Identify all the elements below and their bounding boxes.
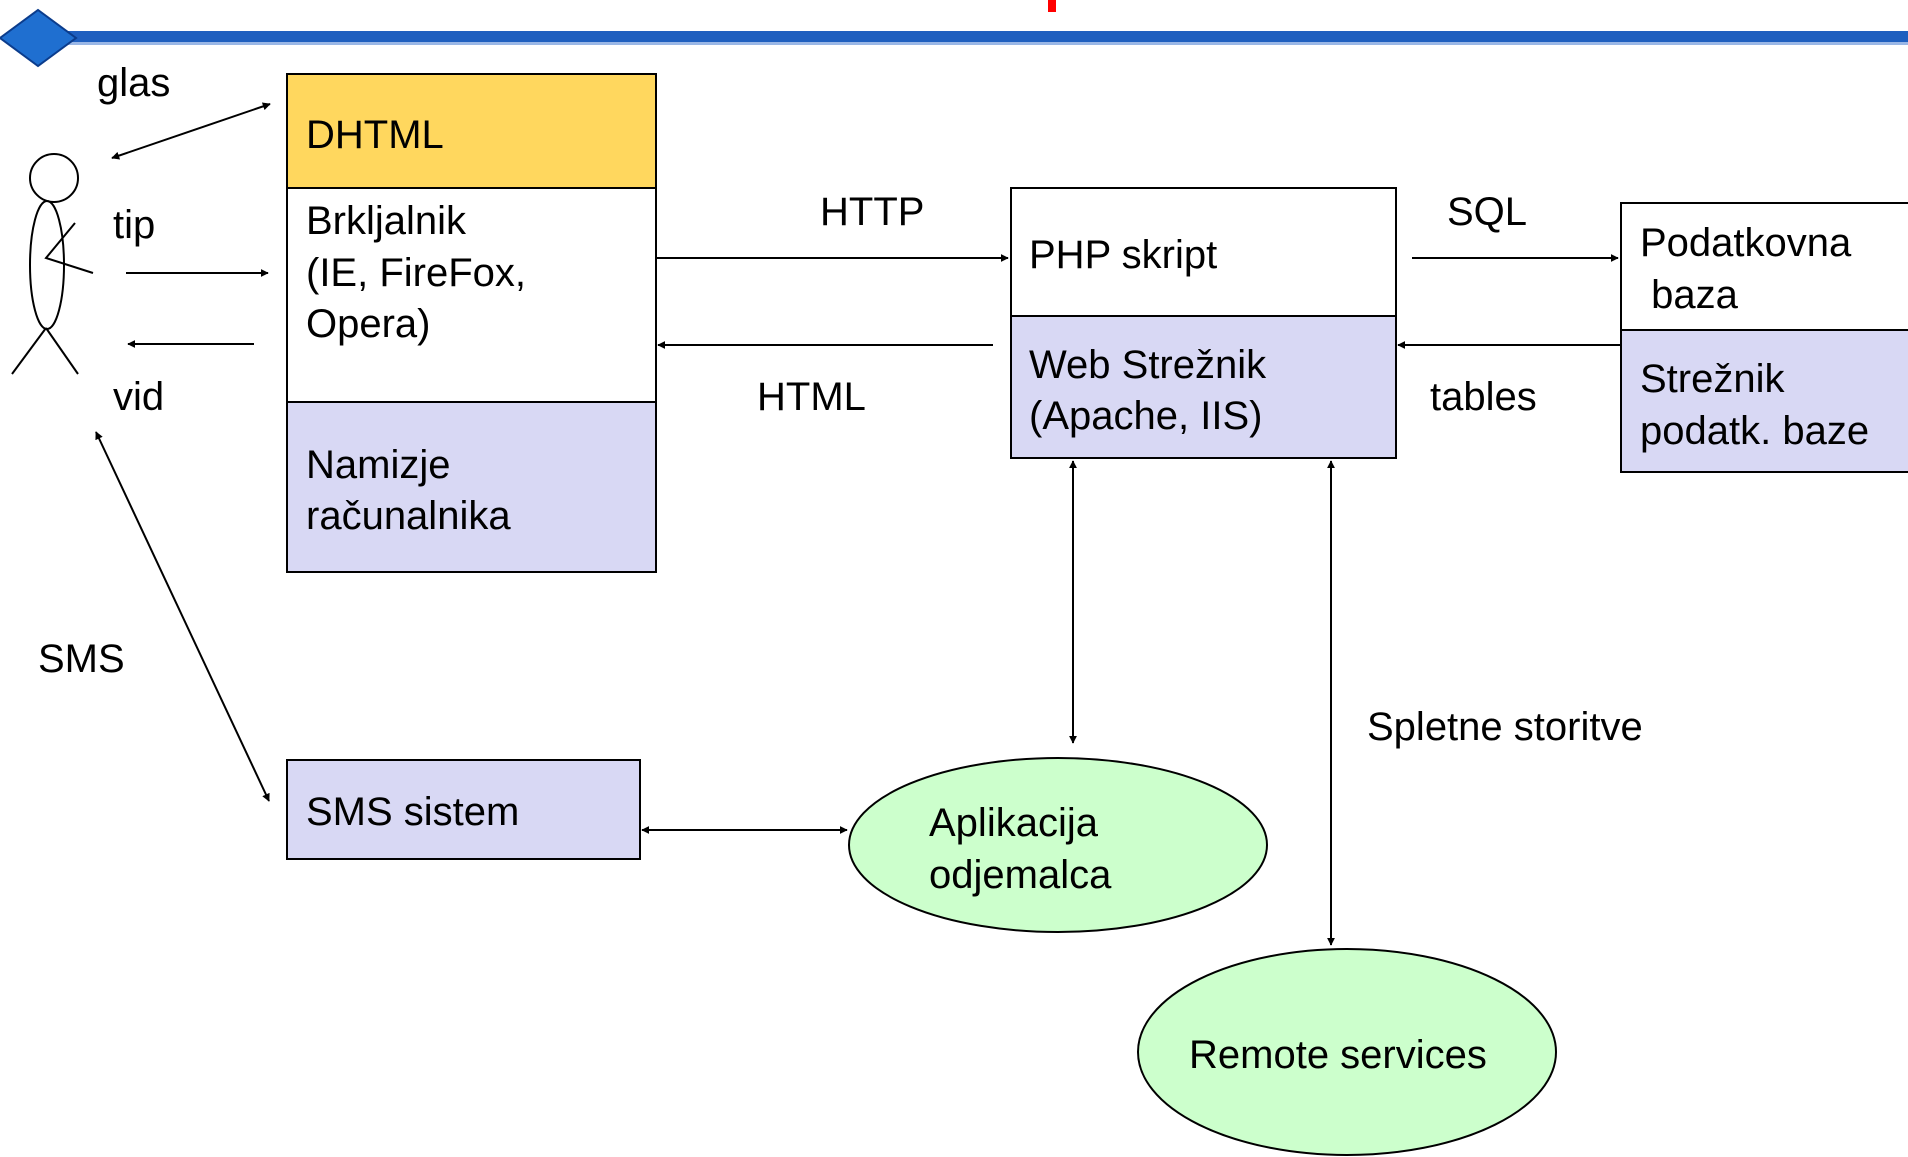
client-app-label-line2: odjemalca: [929, 853, 1112, 897]
tables-label: tables: [1430, 375, 1537, 419]
label-voice: glas: [97, 61, 170, 105]
db-stack: Podatkovna baza Strežnik podatk. baze: [1620, 202, 1908, 473]
arrows: [95, 102, 1621, 946]
db-server-label-line2: podatk. baze: [1640, 409, 1869, 453]
user-actor-icon: [11, 153, 94, 375]
db-server-label-line1: Strežnik: [1640, 357, 1785, 401]
php-label: PHP skript: [1029, 233, 1217, 277]
desktop-label-line2: računalnika: [306, 494, 511, 538]
remote-services-label: Remote services: [1189, 1033, 1487, 1077]
sms-system-box: [286, 759, 641, 860]
browser-label-line1: Brkljalnik: [306, 199, 467, 243]
label-view: vid: [113, 375, 164, 419]
desktop-box: [286, 401, 657, 573]
html-label: HTML: [757, 375, 866, 419]
web-server-label-line1: Web Strežnik: [1029, 343, 1267, 387]
db-server-box: [1620, 329, 1908, 473]
title-fragment: [1048, 0, 1056, 12]
browser-label-line3: Opera): [306, 302, 431, 346]
header-bar: [0, 0, 1908, 68]
sql-label: SQL: [1447, 190, 1527, 234]
http-label: HTTP: [820, 190, 924, 234]
desktop-label-line1: Namizje: [306, 443, 450, 487]
client-app-label-line1: Aplikacija: [929, 801, 1099, 845]
client-stack: DHTML Brkljalnik (IE, FireFox, Opera) Na…: [286, 73, 657, 573]
dhtml-box: [286, 73, 657, 189]
browser-label-line2: (IE, FireFox,: [306, 251, 526, 295]
web-server-label-line2: (Apache, IIS): [1029, 394, 1262, 438]
web-server-box: [1010, 315, 1397, 459]
sms-system-label: SMS sistem: [306, 790, 519, 834]
database-label-line2: baza: [1640, 273, 1739, 317]
web-services-label: Spletne storitve: [1367, 705, 1643, 749]
voice-arrow: [111, 102, 271, 160]
web-stack: PHP skript Web Strežnik (Apache, IIS): [1010, 187, 1397, 459]
client-app-oval: [848, 757, 1268, 933]
php-box: [1010, 187, 1397, 317]
header-diamond-icon: [0, 8, 78, 68]
header-line: [40, 31, 1908, 44]
dhtml-label: DHTML: [306, 113, 444, 157]
label-type: tip: [113, 203, 155, 247]
database-label-line1: Podatkovna: [1640, 221, 1852, 265]
sms-user-arrow: [95, 431, 270, 802]
label-sms: SMS: [38, 637, 125, 681]
remote-services-oval: [1137, 948, 1557, 1156]
